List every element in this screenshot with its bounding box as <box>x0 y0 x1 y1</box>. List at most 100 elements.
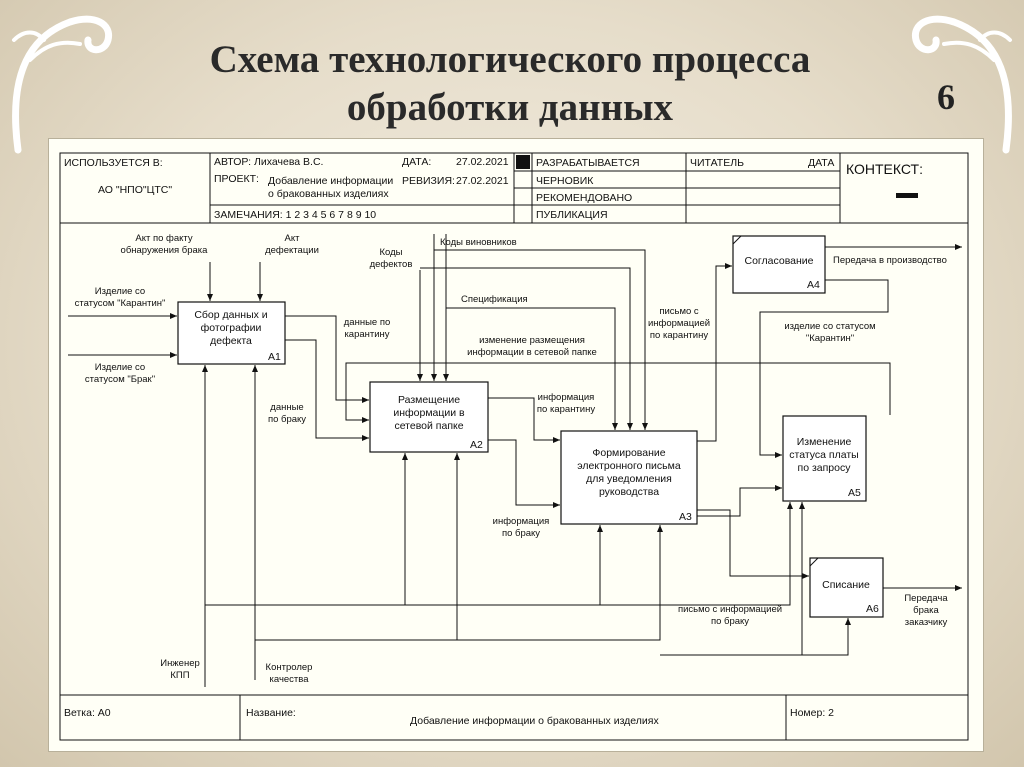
project-line-2: о бракованных изделиях <box>268 188 389 200</box>
label-data-defect-1: данные <box>270 402 303 413</box>
slide-title-line-1: Схема технологического процесса <box>209 38 811 81</box>
label-letter-quarantine-1: письмо с <box>659 306 699 317</box>
a2-line-2: информации в <box>393 407 465 419</box>
used-in-label: ИСПОЛЬЗУЕТСЯ В: <box>64 157 163 169</box>
box-a6 <box>809 557 884 618</box>
label-letter-quarantine-2: информацией <box>648 318 710 329</box>
arrow-data-quarantine <box>285 315 369 403</box>
status-recommended: РЕКОМЕНДОВАНО <box>536 192 632 204</box>
a3-line-2: электронного письма <box>577 460 681 472</box>
label-info-defect-2: по браку <box>502 528 540 539</box>
label-info-quarantine-2: по карантину <box>537 404 595 415</box>
notes-text: ЗАМЕЧАНИЯ: 1 2 3 4 5 6 7 8 9 10 <box>214 209 376 221</box>
box-a5 <box>782 415 867 502</box>
a4-line-1: Согласование <box>745 255 814 267</box>
status-draft: ЧЕРНОВИК <box>536 175 594 187</box>
project-label: ПРОЕКТ: <box>214 173 259 185</box>
context-marker <box>896 193 918 198</box>
status-marker <box>516 155 530 169</box>
slide-title: Схема технологического процесса обработк… <box>100 36 920 132</box>
label-codes-defects-1: Коды <box>380 247 403 258</box>
arrow-letter-quarantine <box>697 263 732 442</box>
date-label: ДАТА: <box>402 156 431 168</box>
arrow-controller-a6 <box>802 618 851 656</box>
date-value: 27.02.2021 <box>456 156 509 168</box>
arrow-engineer-a5 <box>600 502 793 606</box>
arrow-specification-a3 <box>446 307 618 430</box>
label-engineer-1: Инженер <box>160 658 200 669</box>
context-label: КОНТЕКСТ: <box>846 161 923 177</box>
label-info-quarantine-1: информация <box>538 392 595 403</box>
a6-line-1: Списание <box>822 579 870 591</box>
left-corner-ornament <box>12 15 113 154</box>
label-in-defect-1: Изделие со <box>95 362 145 373</box>
slide-number: 6 <box>937 77 955 117</box>
arrow-controller-a5 <box>660 502 805 656</box>
a1-line-3: дефекта <box>210 335 252 347</box>
a1-line-2: фотографии <box>201 322 262 334</box>
label-out-quarantine-1: изделие со статусом <box>784 321 875 332</box>
used-in-value: АО "НПО"ЦТС" <box>98 184 172 196</box>
label-codes-defects-2: дефектов <box>370 259 413 270</box>
label-act-defect-1: Акт <box>285 233 301 244</box>
label-in-quarantine-1: Изделие со <box>95 286 145 297</box>
label-transfer-customer-2: брака <box>913 605 939 616</box>
label-controller-2: качества <box>270 674 310 685</box>
label-letter-defect-2: по браку <box>711 616 749 627</box>
box-a2 <box>369 381 489 453</box>
arrow-controller-a2 <box>255 453 460 641</box>
revision-value: 27.02.2021 <box>456 175 509 187</box>
slide-title-line-2: обработки данных <box>346 86 674 129</box>
label-data-quarantine-2: карантину <box>344 329 389 340</box>
footer-number: Номер: 2 <box>790 707 834 719</box>
a4-corner-tick <box>732 235 742 245</box>
a5-line-2: статуса платы <box>789 449 858 461</box>
label-act-fact-1: Акт по факту <box>135 233 192 244</box>
reader-date-label: ДАТА <box>808 157 834 169</box>
label-engineer-2: КПП <box>170 670 189 681</box>
label-act-fact-2: обнаружения брака <box>121 245 209 256</box>
arrow-out-quarantine <box>759 279 889 458</box>
label-transfer-customer-1: Передача <box>904 593 948 604</box>
reader-label: ЧИТАТЕЛЬ <box>690 157 744 169</box>
label-specification: Спецификация <box>461 294 528 305</box>
label-out-quarantine-2: "Карантин" <box>806 333 854 344</box>
box-a3 <box>560 430 698 525</box>
a5-line-1: Изменение <box>797 436 852 448</box>
a4-id: A4 <box>807 279 820 291</box>
right-corner-ornament <box>911 15 1012 154</box>
a3-id: A3 <box>679 511 692 523</box>
footer-name-label: Название: <box>246 707 296 719</box>
arrow-data-defect <box>285 339 369 441</box>
arrow-change-placement <box>345 362 891 423</box>
a6-id: A6 <box>866 603 879 615</box>
footer-name-value: Добавление информации о бракованных изде… <box>410 715 659 727</box>
a3-line-3: для уведомления <box>586 473 672 485</box>
arrow-info-defect <box>488 439 560 508</box>
footer-node: Ветка: А0 <box>64 707 111 719</box>
diagram-frame <box>59 222 969 696</box>
a2-line-3: сетевой папке <box>394 420 463 432</box>
label-info-defect-1: информация <box>493 516 550 527</box>
label-transfer-customer-3: заказчику <box>905 617 948 628</box>
a5-line-3: по запросу <box>798 462 852 474</box>
status-developing: РАЗРАБАТЫВАЕТСЯ <box>536 157 640 169</box>
label-controller-1: Контролер <box>266 662 313 673</box>
box-a4 <box>732 235 826 294</box>
label-in-defect-2: статусом "Брак" <box>85 374 155 385</box>
a2-id: A2 <box>470 439 483 451</box>
label-data-quarantine-1: данные по <box>344 317 391 328</box>
arrow-controller-a3 <box>457 525 663 641</box>
project-line-1: Добавление информации <box>268 175 393 187</box>
arrow-a3-to-a5 <box>697 485 782 517</box>
box-a1 <box>177 301 286 365</box>
status-publication: ПУБЛИКАЦИЯ <box>536 209 608 221</box>
label-transfer-production: Передача в производство <box>833 255 947 266</box>
a1-id: A1 <box>268 351 281 363</box>
a3-line-4: руководства <box>599 486 659 498</box>
arrow-info-quarantine <box>488 397 560 443</box>
a1-line-1: Сбор данных и <box>194 309 267 321</box>
label-in-quarantine-2: статусом "Карантин" <box>75 298 166 309</box>
label-letter-quarantine-3: по карантину <box>650 330 708 341</box>
